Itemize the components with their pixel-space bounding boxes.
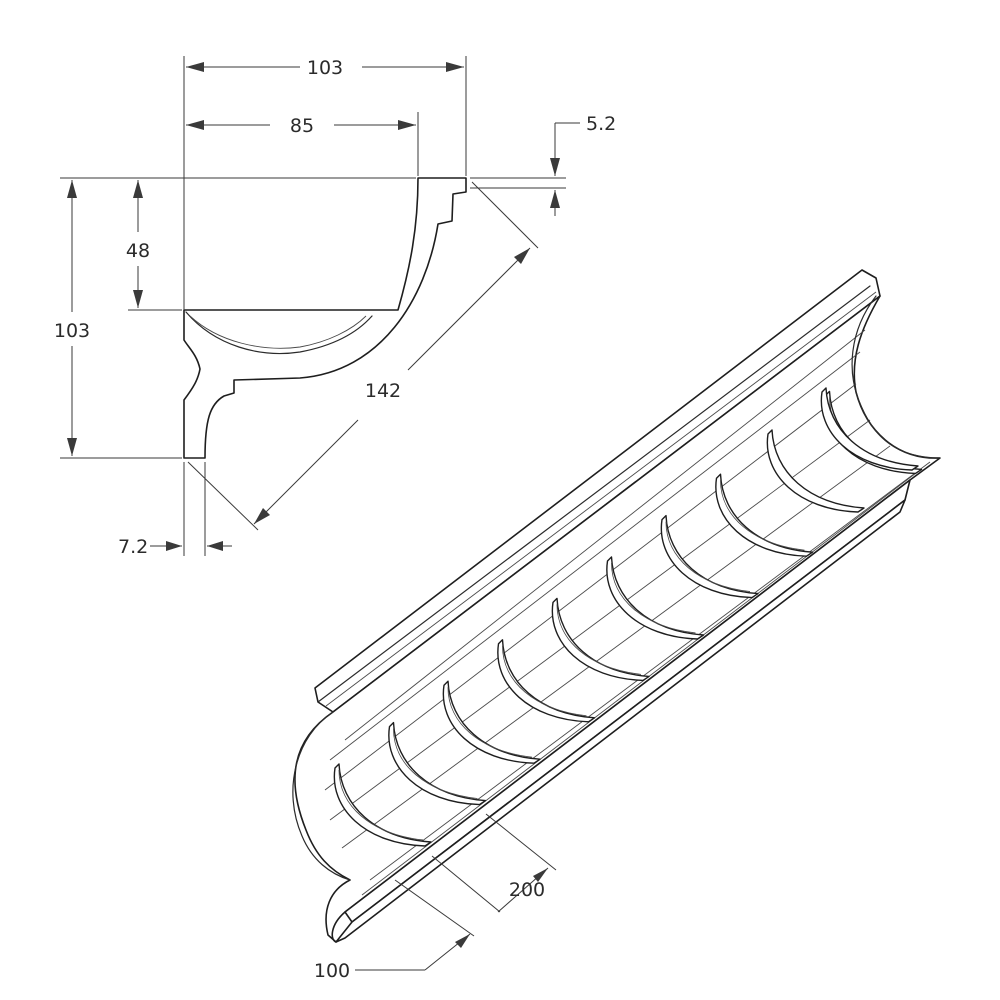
profile-fin-curve <box>185 311 373 355</box>
fin-spacing-dims <box>355 813 557 971</box>
cove-end-right <box>851 295 941 459</box>
profile-section <box>183 177 467 459</box>
dim-step-height: 5.2 <box>586 113 616 135</box>
dim-overall-width: 103 <box>307 57 343 79</box>
fin-edge <box>447 687 533 758</box>
dim-base-thickness: 7.2 <box>118 536 148 558</box>
dim-upper-height: 48 <box>126 240 150 262</box>
fin <box>820 387 919 471</box>
profile-fin-inner <box>189 315 367 349</box>
dim-end-offset: 100 <box>314 960 350 982</box>
dimension-labels: 103 85 5.2 48 103 142 7.2 200 100 <box>54 57 616 982</box>
dim-fin-spacing: 200 <box>509 879 545 901</box>
fins-group <box>333 387 923 847</box>
cove-back-face <box>344 329 866 741</box>
dim-overall-height: 103 <box>54 320 90 342</box>
isometric-cove <box>292 269 941 943</box>
profile-outline <box>183 177 467 459</box>
cove-end-left <box>292 711 351 881</box>
fin-edge <box>502 645 587 717</box>
fin-edge <box>338 769 424 841</box>
fin-edge <box>556 604 642 675</box>
dimension-lines <box>60 56 580 556</box>
cove-base-foot <box>335 499 906 943</box>
fin-edge <box>720 480 805 551</box>
fin-edge <box>665 521 751 593</box>
fin-edge <box>393 728 478 800</box>
dim-inner-width: 85 <box>290 115 314 137</box>
dim-diagonal: 142 <box>365 380 401 402</box>
fin <box>766 429 865 513</box>
fin-edge <box>611 562 696 634</box>
